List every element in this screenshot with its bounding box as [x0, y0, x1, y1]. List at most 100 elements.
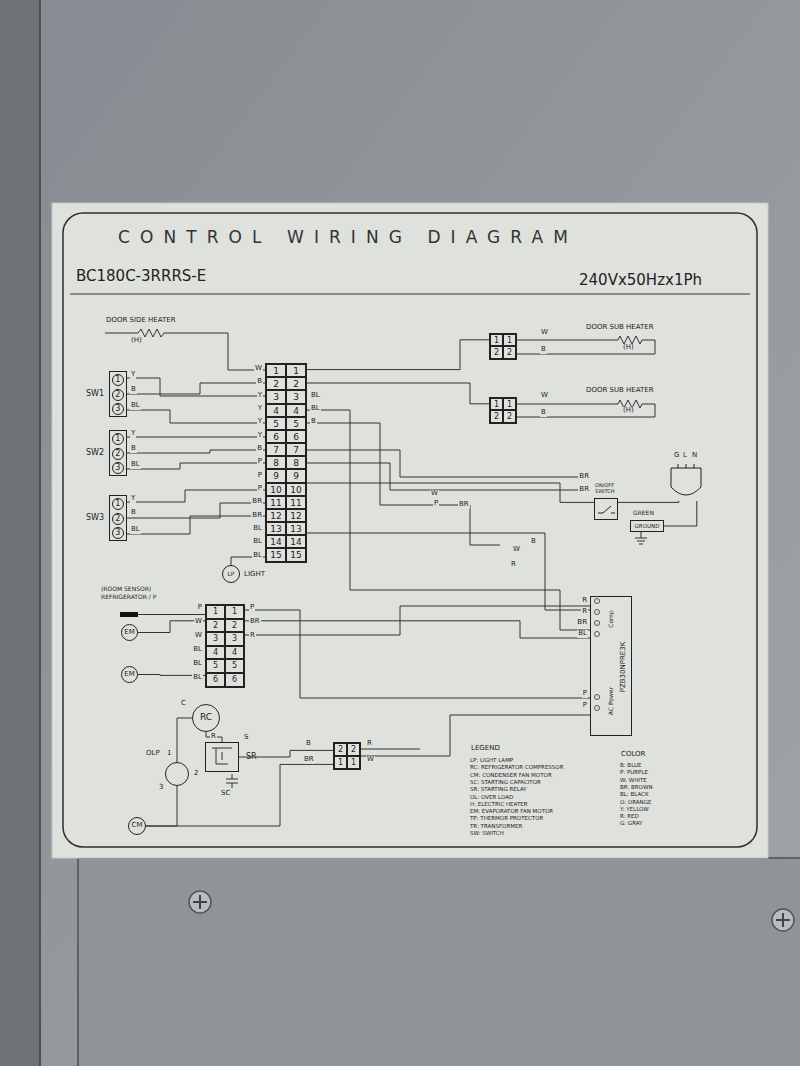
- legend-entry: G: GRAY: [620, 820, 642, 826]
- condenser-fan-motor: CM: [128, 817, 146, 835]
- pin-number: 4: [286, 404, 306, 417]
- power-plug: GLN: [668, 455, 704, 501]
- legend-entry: O: ORANGE: [620, 799, 651, 805]
- ground-terminal: GREENGROUND: [630, 520, 664, 532]
- wire-color: Y: [130, 495, 136, 503]
- terminal-name: AC Power: [608, 687, 615, 715]
- terminal-number: 1: [112, 433, 124, 445]
- pin-number: 14: [266, 535, 286, 548]
- pin-number: 2: [206, 619, 225, 633]
- compressor: RC: [192, 704, 220, 732]
- pin-number: 1: [266, 364, 286, 377]
- pin-number: 7: [266, 443, 286, 456]
- wire-color: Y: [257, 392, 263, 400]
- terminal-number: 3: [112, 462, 124, 474]
- wire-color: BR: [578, 473, 590, 481]
- pin-number: 8: [286, 456, 306, 469]
- pin-number: 13: [286, 522, 306, 535]
- wire-color: Y: [257, 418, 263, 426]
- wire-color: R: [510, 561, 517, 569]
- wire-color: S: [243, 734, 249, 742]
- wire-color: W: [430, 490, 439, 498]
- wire-color: 3: [158, 784, 164, 792]
- part-label: (ROOM SENSOR): [100, 586, 152, 593]
- model-text: BC180C-3RRRS-E: [75, 268, 207, 285]
- pin-number: 9: [286, 469, 306, 482]
- pin-number: 4: [206, 646, 225, 660]
- wire-color: Y: [130, 371, 136, 379]
- symbol-letter: EM: [124, 629, 134, 637]
- switch-name: SW1: [86, 390, 104, 399]
- pin-number: 8: [266, 456, 286, 469]
- wire-color: B: [310, 418, 317, 426]
- wire-color: W: [512, 546, 521, 554]
- pin-number: 2: [334, 743, 347, 756]
- pin-number: 9: [266, 469, 286, 482]
- terminal-number: 2: [112, 389, 124, 401]
- terminal-number: 3: [112, 527, 124, 539]
- switch-name: SW2: [86, 449, 104, 458]
- wire-color: R: [581, 608, 588, 616]
- pin-name: G: [674, 452, 679, 460]
- wire-color: B: [130, 509, 137, 517]
- wire-color: BL: [192, 646, 203, 654]
- pin-number: 3: [286, 390, 306, 403]
- wire-color: R: [366, 740, 373, 748]
- overload-protector: OLP: [165, 762, 189, 786]
- legend-entry: BR: BROWN: [620, 784, 653, 790]
- wire-color: Y: [257, 432, 263, 440]
- pin-number: 11: [286, 496, 306, 509]
- wire-color: B: [130, 386, 137, 394]
- wire-color: BL: [310, 392, 321, 400]
- pin-number: 1: [206, 605, 225, 619]
- wire: [664, 501, 697, 526]
- part-label: COLOR: [620, 751, 646, 759]
- wire-color: W: [366, 756, 375, 764]
- part-name: GROUND: [635, 523, 660, 529]
- wire-color: P: [257, 458, 263, 466]
- pin-number: 4: [225, 646, 244, 660]
- switch-block: SW2123: [109, 430, 127, 476]
- pin-number: 4: [266, 404, 286, 417]
- pin-number: 1: [503, 398, 516, 410]
- part-label: LEGEND: [470, 745, 501, 753]
- part-label: (H): [622, 344, 635, 352]
- legend-entry: SR: STARTING RELAY: [470, 786, 527, 792]
- wire: [307, 383, 489, 404]
- legend-entry: TR: TRANSFORMER: [470, 823, 522, 829]
- legend-entry: R: RED: [620, 813, 639, 819]
- wire-color: BL: [577, 630, 588, 638]
- pin-number: 1: [334, 756, 347, 769]
- pin-number: 2: [503, 410, 516, 422]
- pin-number: 5: [225, 659, 244, 673]
- connector: 1122: [489, 397, 517, 424]
- symbol-letter: RC: [200, 713, 212, 723]
- evaporator-fan-motor: EM: [121, 624, 138, 641]
- wire-color: 2: [193, 770, 199, 778]
- wire-color: Y: [130, 430, 136, 438]
- wire-color: B: [256, 378, 263, 386]
- part-label: DOOR SIDE HEATER: [105, 317, 177, 325]
- terminal-block: 1122334455667788991010111112121313141415…: [265, 363, 307, 563]
- wire: [307, 340, 489, 370]
- wire-color: P: [582, 702, 588, 710]
- legend-entry: SW: SWITCH: [470, 830, 504, 836]
- legend-entry: BL: BLACK: [620, 791, 649, 797]
- starting-relay: SR: [205, 742, 239, 772]
- wire-color: W: [194, 618, 203, 626]
- terminal-name: Comp: [608, 610, 615, 628]
- pin-number: 3: [206, 632, 225, 646]
- model-text: 240Vx50Hzx1Ph: [578, 272, 703, 289]
- wire-color: 1: [166, 750, 172, 758]
- wire-color: BL: [310, 405, 321, 413]
- wire-color: BR: [576, 619, 588, 627]
- wire-color: BL: [252, 538, 263, 546]
- pin-number: 5: [266, 417, 286, 430]
- wire-color: BL: [192, 674, 203, 682]
- symbol-letter: EM: [124, 671, 134, 679]
- terminal-number: 2: [112, 513, 124, 525]
- pin-number: 1: [490, 334, 503, 346]
- evaporator-fan-motor: EM: [121, 666, 138, 683]
- switch-block: SW1123: [109, 371, 127, 417]
- wire-color: BL: [192, 660, 203, 668]
